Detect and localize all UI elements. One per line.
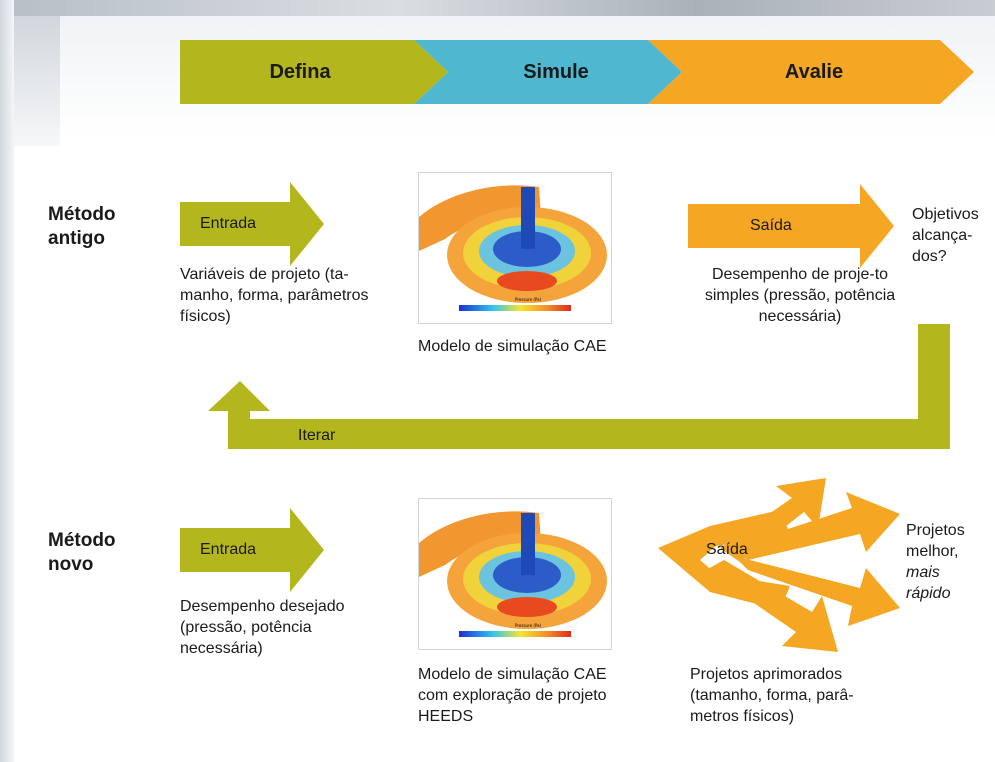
step-simule-label: Simule xyxy=(523,61,589,83)
old-model-text: Modelo de simulação CAE xyxy=(418,338,607,355)
new-input-arrow xyxy=(180,508,324,592)
new-result-line2: melhor, xyxy=(906,543,959,560)
new-simulation-image: Pressure (Pa) xyxy=(418,498,612,650)
new-method-label: Método novo xyxy=(48,530,116,575)
new-output-fan xyxy=(658,478,900,652)
new-sim-legend-title: Pressure (Pa) xyxy=(515,623,542,628)
new-model-text: Modelo de simulação CAE com exploração d… xyxy=(418,666,607,725)
iterate-loop-arrow xyxy=(208,324,950,449)
old-goal-question: Objetivos alcança-dos? xyxy=(912,206,979,265)
old-sim-legend-title: Pressure (Pa) xyxy=(515,297,542,302)
new-result-em2: rápido xyxy=(906,585,951,602)
chevron-simule xyxy=(414,40,682,104)
new-output-arrow-label: Saída xyxy=(706,541,748,558)
chevron-avalie xyxy=(648,40,974,104)
old-input-text: Variáveis de projeto (ta-manho, forma, p… xyxy=(180,266,369,325)
left-edge-shade xyxy=(0,0,14,762)
iterate-label: Iterar xyxy=(298,427,336,444)
new-input-text: Desempenho desejado (pressão, potência n… xyxy=(180,598,345,657)
old-output-text: Desempenho de proje-to simples (pressão,… xyxy=(704,266,896,325)
new-output-text: Projetos aprimorados (tamanho, forma, pa… xyxy=(690,666,854,725)
step-avalie-label: Avalie xyxy=(784,61,844,83)
chevron-defina xyxy=(180,40,448,104)
new-result-em1: mais xyxy=(906,564,940,581)
new-input-arrow-label: Entrada xyxy=(200,541,257,558)
old-output-arrow xyxy=(688,184,894,268)
old-input-arrow xyxy=(180,182,324,266)
new-result-line1: Projetos xyxy=(906,522,965,539)
old-simulation-image: Pressure (Pa) xyxy=(418,172,612,324)
top-photo-strip xyxy=(0,0,995,16)
old-method-label: Método antigo xyxy=(48,204,116,249)
old-input-arrow-label: Entrada xyxy=(200,215,257,232)
step-defina-label: Defina xyxy=(269,61,331,83)
old-output-arrow-label: Saída xyxy=(750,217,792,234)
new-result-text: Projetos melhor, mais rápido xyxy=(906,520,992,604)
